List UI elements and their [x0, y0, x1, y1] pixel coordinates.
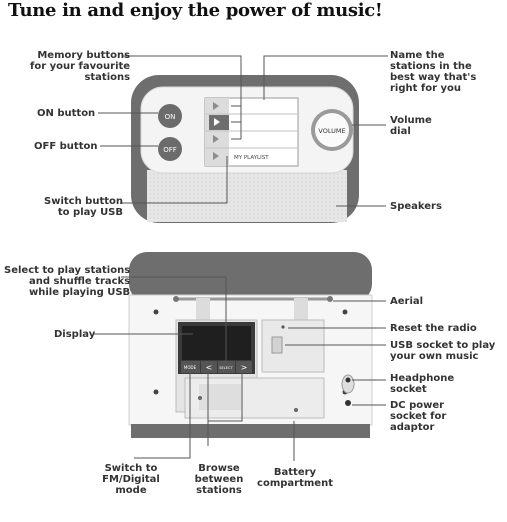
- usb-switch-button[interactable]: [213, 152, 219, 160]
- off-button[interactable]: [158, 137, 182, 161]
- prev-button-text: <: [206, 363, 213, 372]
- front-radio: ON OFF MY PLAYLIST VOLUME: [131, 75, 359, 223]
- next-button-text: >: [241, 363, 248, 372]
- reset-hole[interactable]: [281, 325, 285, 329]
- label-select-play: Select to play stations and shuffle trac…: [4, 265, 131, 298]
- label-volume-dial: Volume dial: [390, 115, 432, 137]
- next-button[interactable]: [236, 361, 252, 373]
- headphone-socket[interactable]: [345, 377, 351, 383]
- label-speakers: Speakers: [390, 201, 442, 212]
- on-button[interactable]: [158, 104, 182, 128]
- label-memory-buttons: Memory buttons for your favourite statio…: [30, 50, 131, 83]
- label-switch-mode: Switch to FM/Digital mode: [102, 463, 160, 496]
- label-battery: Battery compartment: [257, 467, 333, 489]
- page-title: Tune in and enjoy the power of music!: [8, 0, 383, 21]
- memory-button-3[interactable]: [213, 135, 219, 143]
- off-button-text: OFF: [163, 146, 177, 154]
- volume-dial-text: VOLUME: [318, 127, 345, 135]
- select-button[interactable]: [218, 361, 235, 373]
- label-usb-socket: USB socket to play your own music: [390, 340, 496, 362]
- prev-button[interactable]: [201, 361, 217, 373]
- label-display: Display: [54, 329, 96, 340]
- label-aerial: Aerial: [390, 296, 424, 307]
- mode-button-text: MODE: [184, 365, 197, 370]
- select-button-text: SELECT: [219, 366, 233, 370]
- label-headphone: Headphone socket: [390, 373, 455, 395]
- label-dc-power: DC power socket for adaptor: [390, 400, 447, 433]
- memory-button-1[interactable]: [213, 102, 219, 110]
- label-on-button: ON button: [37, 108, 96, 119]
- label-switch-usb: Switch button to play USB: [44, 196, 124, 218]
- front-speaker-grille: [147, 170, 347, 222]
- label-browse: Browse between stations: [194, 463, 244, 496]
- back-leader-lines: [93, 276, 386, 461]
- usb-socket[interactable]: [271, 336, 283, 354]
- playlist-label: MY PLAYLIST: [234, 155, 269, 161]
- label-off-button: OFF button: [34, 141, 98, 152]
- mode-button[interactable]: [181, 361, 200, 373]
- on-button-text: ON: [165, 113, 176, 121]
- dc-power-socket[interactable]: [345, 400, 351, 406]
- label-reset: Reset the radio: [390, 323, 477, 334]
- front-leader-lines: [98, 55, 388, 207]
- label-name-stations: Name the stations in the best way that's…: [390, 50, 477, 94]
